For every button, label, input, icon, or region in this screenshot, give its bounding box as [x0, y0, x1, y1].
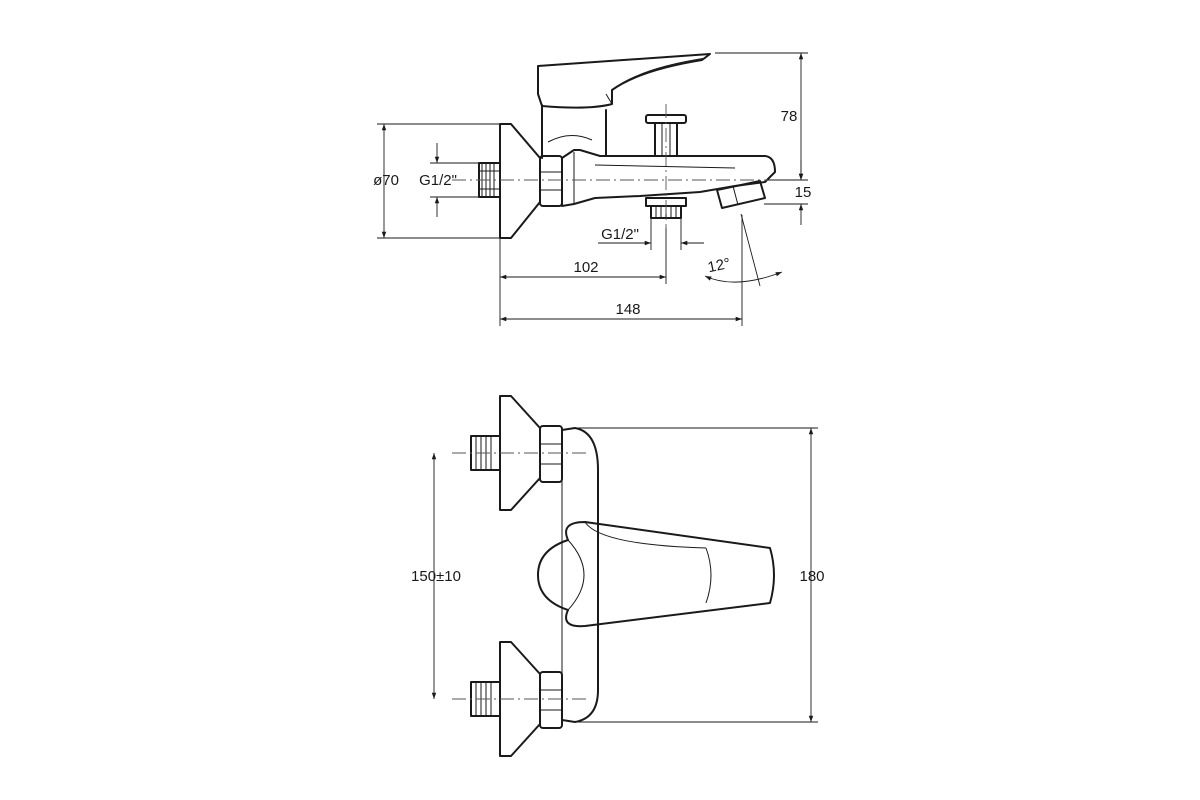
dim-inlet-spacing: 150±10	[411, 568, 461, 585]
hex-nut	[539, 155, 563, 207]
dim-height-top: 78	[781, 108, 798, 125]
dim-outlet-offset: 102	[573, 259, 598, 276]
spout-aerator	[716, 180, 766, 209]
dim-total-height: 180	[799, 568, 824, 585]
side-view: 78 15 ø70 G1/2" G1/2" 102 148 12°	[373, 52, 812, 326]
front-mixer-body	[561, 427, 599, 723]
mixer-body	[561, 149, 776, 207]
dim-spout-drop: 15	[795, 184, 812, 201]
front-lever-handle	[537, 521, 775, 628]
dim-total-depth: 148	[615, 301, 640, 318]
dim-inlet-thread: G1/2"	[419, 172, 457, 189]
dim-flange-diameter: ø70	[373, 172, 399, 189]
dim-spout-angle: 12°	[706, 255, 732, 276]
wall-flange	[499, 123, 541, 239]
cartridge-neck	[541, 104, 607, 159]
dim-outlet-thread: G1/2"	[601, 226, 639, 243]
front-view: 150±10 180	[411, 395, 825, 757]
